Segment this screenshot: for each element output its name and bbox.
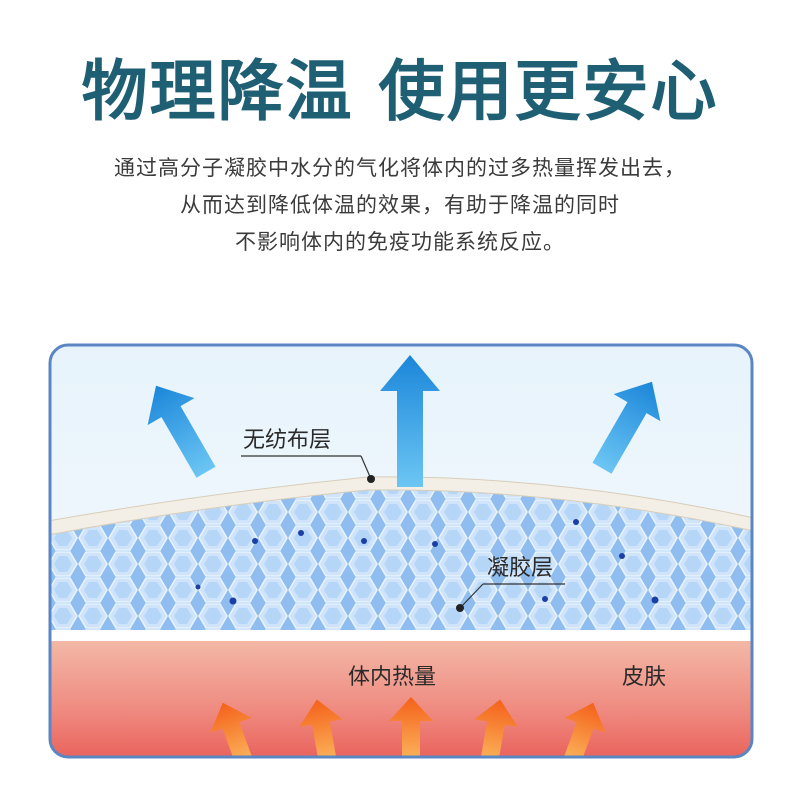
description: 通过高分子凝胶中水分的气化将体内的过多热量挥发出去， 从而达到降低体温的效果，有… [0, 150, 800, 261]
cool-up-arrow-icon [147, 385, 216, 478]
description-line-3: 不影响体内的免疫功能系统反应。 [235, 230, 565, 254]
heat-up-arrow-icon [389, 697, 433, 757]
nonwoven-layer [50, 476, 752, 536]
heat-up-arrow-icon [474, 699, 518, 757]
base-strip [50, 629, 752, 641]
description-line-1: 通过高分子凝胶中水分的气化将体内的过多热量挥发出去， [114, 156, 686, 180]
label-nonwoven: 无纺布层 [243, 428, 331, 453]
gel-leader-line [459, 583, 484, 609]
nonwoven-leader-dot [367, 475, 375, 483]
cooling-diagram-svg: 无纺布层 凝胶层 体内热量 皮肤 [48, 343, 754, 759]
cooling-diagram: 无纺布层 凝胶层 体内热量 皮肤 [48, 343, 754, 759]
cool-up-arrow-icon [380, 355, 440, 487]
label-body-heat: 体内热量 [348, 665, 436, 690]
heat-up-arrow-icon [299, 699, 343, 757]
heat-up-arrow-icon [563, 702, 606, 757]
label-gel: 凝胶层 [487, 556, 553, 581]
heat-up-arrow-icon [210, 702, 253, 757]
water-molecules [195, 519, 659, 605]
nonwoven-leader-line [360, 455, 372, 480]
label-skin: 皮肤 [622, 665, 666, 690]
headline: 物理降温 使用更安心 [81, 53, 719, 130]
description-line-2: 从而达到降低体温的效果，有助于降温的同时 [180, 193, 620, 217]
cool-up-arrow-icon [592, 381, 661, 474]
diagram-frame [48, 343, 754, 759]
skin-layer [50, 639, 752, 757]
gel-leader-dot [456, 604, 464, 612]
